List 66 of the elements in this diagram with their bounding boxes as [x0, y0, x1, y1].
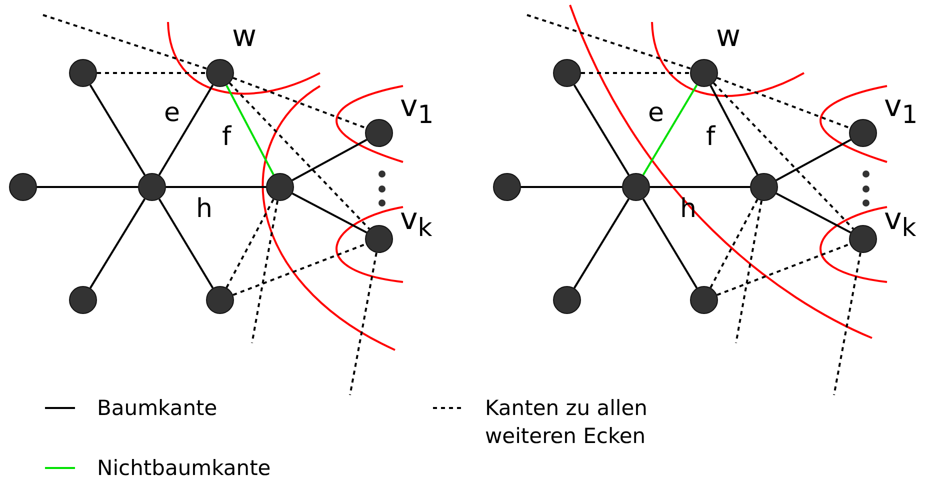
edge-label: f: [706, 124, 716, 150]
vertex-label: v$_{1}$: [400, 92, 434, 127]
vertex-dot: [9, 173, 37, 201]
edge-label: e: [648, 100, 664, 126]
dotted-line: [232, 77, 366, 129]
dotted-line: [232, 243, 366, 296]
vertex-dot: [849, 119, 877, 147]
edge-line: [89, 198, 146, 289]
edge-line: [158, 198, 214, 289]
vertex-dot: [365, 119, 393, 147]
vertex-dot: [266, 173, 294, 201]
vertex-dot: [69, 59, 97, 87]
edge-line: [573, 84, 630, 176]
vertex-dot: [750, 173, 778, 201]
edge-line: [89, 84, 146, 176]
edge-line: [37, 186, 138, 188]
dotted-line: [581, 72, 690, 74]
dotted-line: [735, 200, 762, 344]
edge-line: [292, 192, 368, 234]
vertex-dot: [206, 286, 234, 314]
edge-line: [292, 138, 368, 182]
vertex-label: w: [716, 22, 741, 52]
vertex-dot: [849, 225, 877, 253]
dotted-line: [228, 82, 370, 230]
vertex-dot: [690, 286, 718, 314]
dotted-line: [251, 200, 278, 344]
vertex-dot: [493, 173, 521, 201]
dotted-line: [349, 252, 378, 396]
edge-line: [166, 186, 266, 188]
edge-line: [776, 138, 852, 182]
edge-line: [573, 198, 630, 289]
edge-label: e: [164, 100, 180, 126]
vertex-label: v$_{k}$: [884, 205, 916, 240]
vertex-dot: [365, 225, 393, 253]
dotted-line: [97, 72, 206, 74]
edge-line: [642, 84, 698, 176]
vertex-dot: [622, 173, 650, 201]
vertex-label: w: [232, 22, 257, 52]
dotted-line: [710, 198, 758, 288]
dotted-line: [833, 252, 862, 396]
legend-text: Nichtbaumkante: [97, 455, 272, 481]
edge-line: [158, 84, 214, 176]
edge-line: [642, 198, 698, 289]
vertex-dot: [69, 286, 97, 314]
legend-text: Baumkante: [97, 395, 218, 422]
dotted-line: [226, 198, 274, 288]
dotted-line: [526, 14, 691, 70]
edge-line: [226, 84, 274, 176]
vertex-dot: [690, 59, 718, 87]
dotted-line: [712, 82, 854, 230]
vertex-label: v$_{1}$: [884, 92, 918, 127]
dotted-line: [716, 77, 850, 129]
vertex-dot: [553, 286, 581, 314]
edge-line: [650, 186, 750, 188]
edge-label: h: [196, 196, 212, 222]
vertex-dot: [553, 59, 581, 87]
vertex-label: v$_{k}$: [400, 205, 432, 240]
edge-label: f: [222, 124, 232, 150]
dotted-line: [716, 243, 850, 296]
edge-line: [521, 186, 622, 188]
vertex-dot: [138, 173, 166, 201]
edge-line: [710, 84, 758, 176]
edge-line: [776, 192, 852, 234]
vertex-dot: [206, 59, 234, 87]
dotted-line: [42, 14, 207, 70]
legend-text: Kanten zu allen weiteren Ecken: [485, 395, 648, 450]
